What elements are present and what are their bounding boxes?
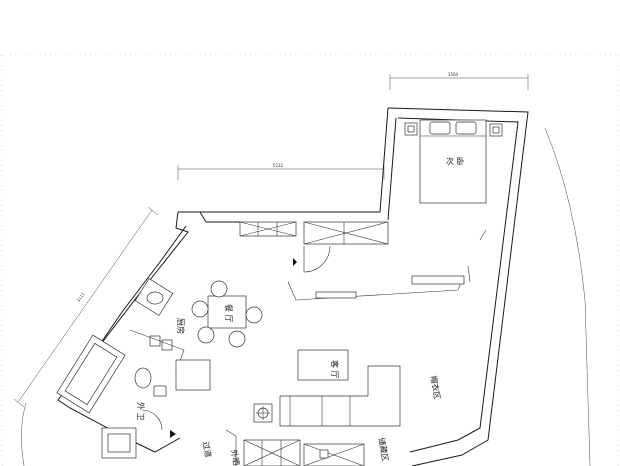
partition	[287, 265, 471, 301]
bathroom	[56, 334, 167, 459]
dining-dimension: 5232	[273, 163, 284, 168]
room-label-storage: 储藏区	[377, 437, 391, 462]
room-label-laundry: 外晒	[229, 449, 242, 466]
room-label-aisle: 过道	[201, 441, 214, 458]
dimension-lines	[13, 74, 591, 466]
bedroom-dimension: 3504	[448, 72, 459, 77]
wardrobes	[239, 221, 389, 245]
bedroom-door	[293, 245, 331, 273]
page-border	[0, 54, 620, 466]
living-room	[253, 349, 401, 427]
room-label-living: 客 厅	[330, 360, 340, 379]
dining-set	[191, 280, 263, 348]
room-label-dining: 餐 厅	[224, 304, 233, 323]
bedroom	[404, 119, 503, 241]
room-label-kitchen: 厨房	[176, 318, 186, 334]
room-label-bedroom: 次 卧	[446, 156, 465, 166]
room-label-cloakroom: 帽衣区	[429, 375, 443, 400]
left-wall-dimension: 3111	[76, 291, 86, 303]
room-label-bathroom: 外 卫	[136, 402, 146, 421]
storage-cabinets	[170, 429, 365, 466]
kitchen	[129, 278, 211, 391]
